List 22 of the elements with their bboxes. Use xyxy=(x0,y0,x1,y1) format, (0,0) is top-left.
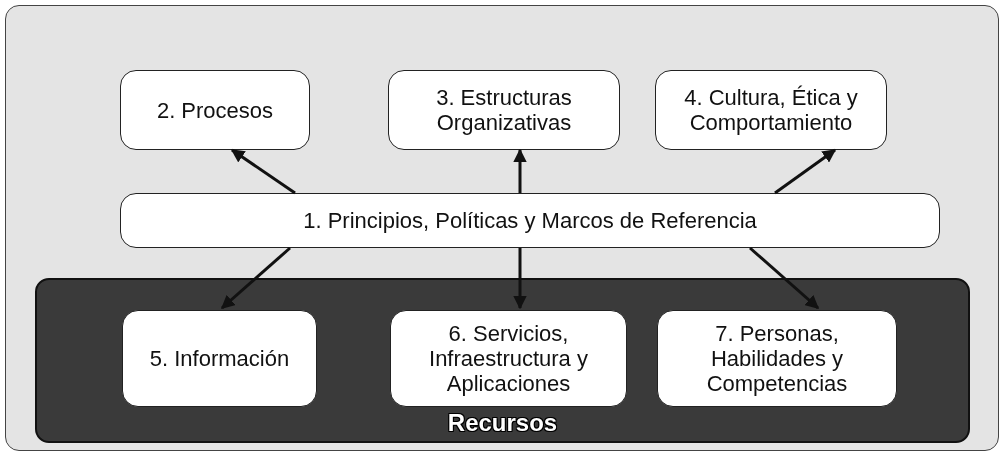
arrow xyxy=(513,248,527,310)
arrow xyxy=(513,148,527,193)
box-label: 2. Procesos xyxy=(155,97,275,123)
process-box xyxy=(390,310,627,407)
box-label: 1. Principios, Políticas y Marcos de Referencia xyxy=(302,208,758,233)
process-box xyxy=(657,310,897,407)
box-label: 5. Información xyxy=(148,346,291,371)
group-panel xyxy=(35,278,970,443)
box-label: 4. Cultura, Ética y Comportamiento xyxy=(683,85,859,135)
box-label: 6. Servicios, Infraestructura y Aplicaciones xyxy=(428,321,589,396)
box-label: 7. Personas, Habilidades y Competencias xyxy=(705,321,849,396)
process-box xyxy=(122,310,317,407)
process-box xyxy=(120,193,940,248)
process-box xyxy=(120,70,310,150)
process-box xyxy=(388,70,620,150)
group-title: Recursos xyxy=(446,410,559,435)
arrow xyxy=(749,246,819,310)
process-box xyxy=(655,70,887,150)
box-label: 3. Estructuras Organizativas xyxy=(435,85,573,135)
arrow xyxy=(221,246,291,310)
arrow xyxy=(774,148,837,195)
arrow xyxy=(230,148,296,195)
